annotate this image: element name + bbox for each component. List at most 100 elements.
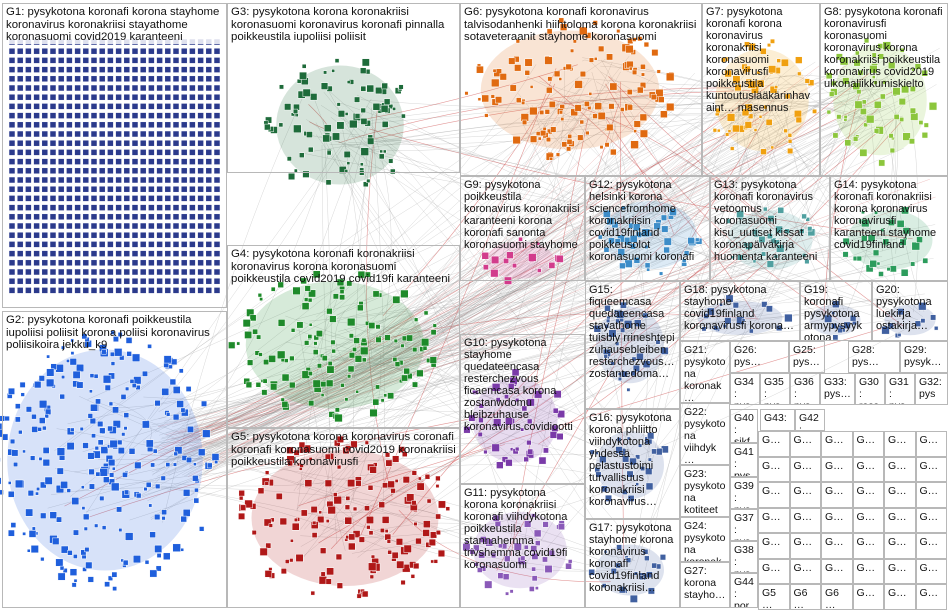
group-box-small: G… (884, 431, 916, 457)
group-label: G… (920, 485, 944, 497)
group-box-small: G… (821, 533, 853, 559)
group-box-g29: G29: pysyk… (900, 341, 948, 373)
group-box-small: G… (790, 559, 822, 585)
group-label: G38: pys… (734, 544, 754, 573)
group-label: G… (825, 536, 849, 548)
group-label: G43: … (764, 412, 791, 431)
group-label: G18: pysykotona stayhome covid19finland … (684, 284, 796, 332)
group-box-g10: G10: pysykotona stayhome quedateencasa r… (460, 334, 585, 484)
group-label: G35: pys… (764, 376, 786, 405)
group-box-small: G… (853, 508, 885, 534)
group-label: G… (920, 434, 944, 446)
group-box-g41: G41: pys… (730, 443, 758, 477)
group-box-g4: G4: pysykotona koronafi koronakriisi kor… (227, 245, 460, 428)
group-label: G… (857, 536, 881, 548)
group-label: G… (762, 434, 786, 446)
group-label: G4: pysykotona koronafi koronakriisi kor… (231, 248, 456, 286)
group-box-g12: G12: pysykotona helsinki korona sciencef… (585, 176, 710, 281)
group-label: G… (794, 460, 818, 472)
group-box-small: G… (790, 508, 822, 534)
group-label: G… (794, 562, 818, 574)
group-box-g27: G27: korona stayho… (680, 562, 730, 608)
group-label: G6… (794, 587, 818, 610)
group-label: G19: koronafi pysykotona armypysyykotona… (804, 284, 868, 341)
group-box-g22: G22: pysykotona viihdyk… liikukot… (680, 403, 730, 465)
group-label: G5: pysykotona korona koronavirus corona… (231, 431, 456, 469)
group-box-small: G5… (758, 584, 790, 610)
group-label: G… (920, 460, 944, 472)
group-box-g36: G36: pys… (790, 373, 820, 405)
group-box-g32: G32: pys… (915, 373, 948, 405)
group-box-g44: G44: por… (730, 573, 758, 608)
group-label: G34: pys… (734, 376, 756, 405)
group-box-small: G… (790, 457, 822, 483)
group-label: G2: pysykotona koronafi poikkeustila iup… (6, 314, 223, 352)
group-box-small: G… (884, 457, 916, 483)
group-box-g2: G2: pysykotona koronafi poikkeustila iup… (2, 311, 227, 608)
group-label: G10: pysykotona stayhome quedateencasa r… (464, 337, 581, 433)
group-box-g8: G8: pysykotona koronafi koronavirusfi ko… (820, 3, 948, 176)
group-label: G… (857, 562, 881, 574)
group-label: G26: pys… (734, 344, 785, 368)
group-box-g14: G14: pysykotona koronafi koronakriisi ko… (830, 176, 948, 281)
group-label: G12: pysykotona helsinki korona sciencef… (589, 179, 706, 263)
group-label: G37: pys… (734, 512, 754, 541)
group-label: G25: pys… (793, 344, 821, 368)
group-label: G… (888, 434, 912, 446)
group-box-g3: G3: pysykotona korona koronakriisi koron… (227, 3, 460, 173)
group-box-small: G… (790, 431, 822, 457)
group-label: G33: pys… (824, 376, 851, 400)
group-box-g16: G16: pysykotona korona phliitto viihdyko… (585, 409, 680, 519)
group-label: G… (857, 485, 881, 497)
group-box-small: G… (758, 482, 790, 508)
group-box-g5: G5: pysykotona korona koronavirus corona… (227, 428, 460, 608)
group-label: G21: pysykotona koronak… koronas… (684, 344, 726, 403)
group-label: G… (794, 434, 818, 446)
group-label: G32: pys… (919, 376, 944, 405)
group-label: G42: … (799, 412, 821, 431)
group-box-g31: G31: pys… (885, 373, 915, 405)
group-box-g19: G19: koronafi pysykotona armypysyykotona… (800, 281, 872, 341)
group-label: G27: korona stayho… (684, 565, 726, 601)
group-box-g6: G6: pysykotona koronafi koronavirus talv… (460, 3, 702, 176)
group-label: G8: pysykotona koronafi koronavirusfi ko… (824, 6, 944, 90)
group-label: G… (794, 485, 818, 497)
group-box-g15: G15: fiqueemcasa quedateencasa stayathom… (585, 281, 680, 409)
group-label: G… (825, 434, 849, 446)
group-box-small: G… (758, 431, 790, 457)
group-box-small: G… (821, 457, 853, 483)
group-box-small: G… (853, 482, 885, 508)
group-label: G… (762, 485, 786, 497)
group-label: G… (825, 485, 849, 497)
group-label: G… (794, 536, 818, 548)
group-label: G7: pysykotona koronafi korona koronavir… (706, 6, 816, 114)
group-label: G… (857, 587, 881, 599)
group-box-g7: G7: pysykotona koronafi korona koronavir… (702, 3, 820, 176)
group-label: G… (888, 511, 912, 523)
group-box-small: G… (853, 584, 885, 610)
group-label: G23: pysykotona kotiteet… pysykot… (684, 468, 726, 517)
group-label: G22: pysykotona viihdyk… liikukot… (684, 406, 726, 465)
group-box-small: G… (853, 533, 885, 559)
group-box-g17: G17: pysykotona stayhome korona koronavi… (585, 519, 680, 608)
group-label: G24: pysykotona koronak… (684, 520, 726, 562)
group-box-g1: G1: pysykotona koronafi korona stayhome … (2, 3, 227, 308)
group-box-g28: G28: pys… (848, 341, 900, 373)
group-box-g43: G43: … (760, 409, 795, 431)
group-box-small: G… (884, 584, 916, 610)
group-label: G6: pysykotona koronafi koronavirus talv… (464, 6, 698, 44)
group-box-g20: G20: pysykotona luekirja ostakirja… (872, 281, 948, 341)
group-box-small: G6… (790, 584, 822, 610)
group-label: G… (920, 536, 944, 548)
group-label: G… (888, 460, 912, 472)
group-box-g25: G25: pys… (789, 341, 825, 373)
group-box-small: G… (758, 457, 790, 483)
group-label: G… (888, 536, 912, 548)
group-box-small: G… (916, 508, 948, 534)
group-box-small: G… (853, 431, 885, 457)
group-label: G1: pysykotona koronafi korona stayhome … (6, 6, 223, 44)
group-label: G3: pysykotona korona koronakriisi koron… (231, 6, 456, 44)
group-box-small: G… (916, 457, 948, 483)
group-box-g38: G38: pys… (730, 541, 758, 573)
group-label: G… (762, 460, 786, 472)
